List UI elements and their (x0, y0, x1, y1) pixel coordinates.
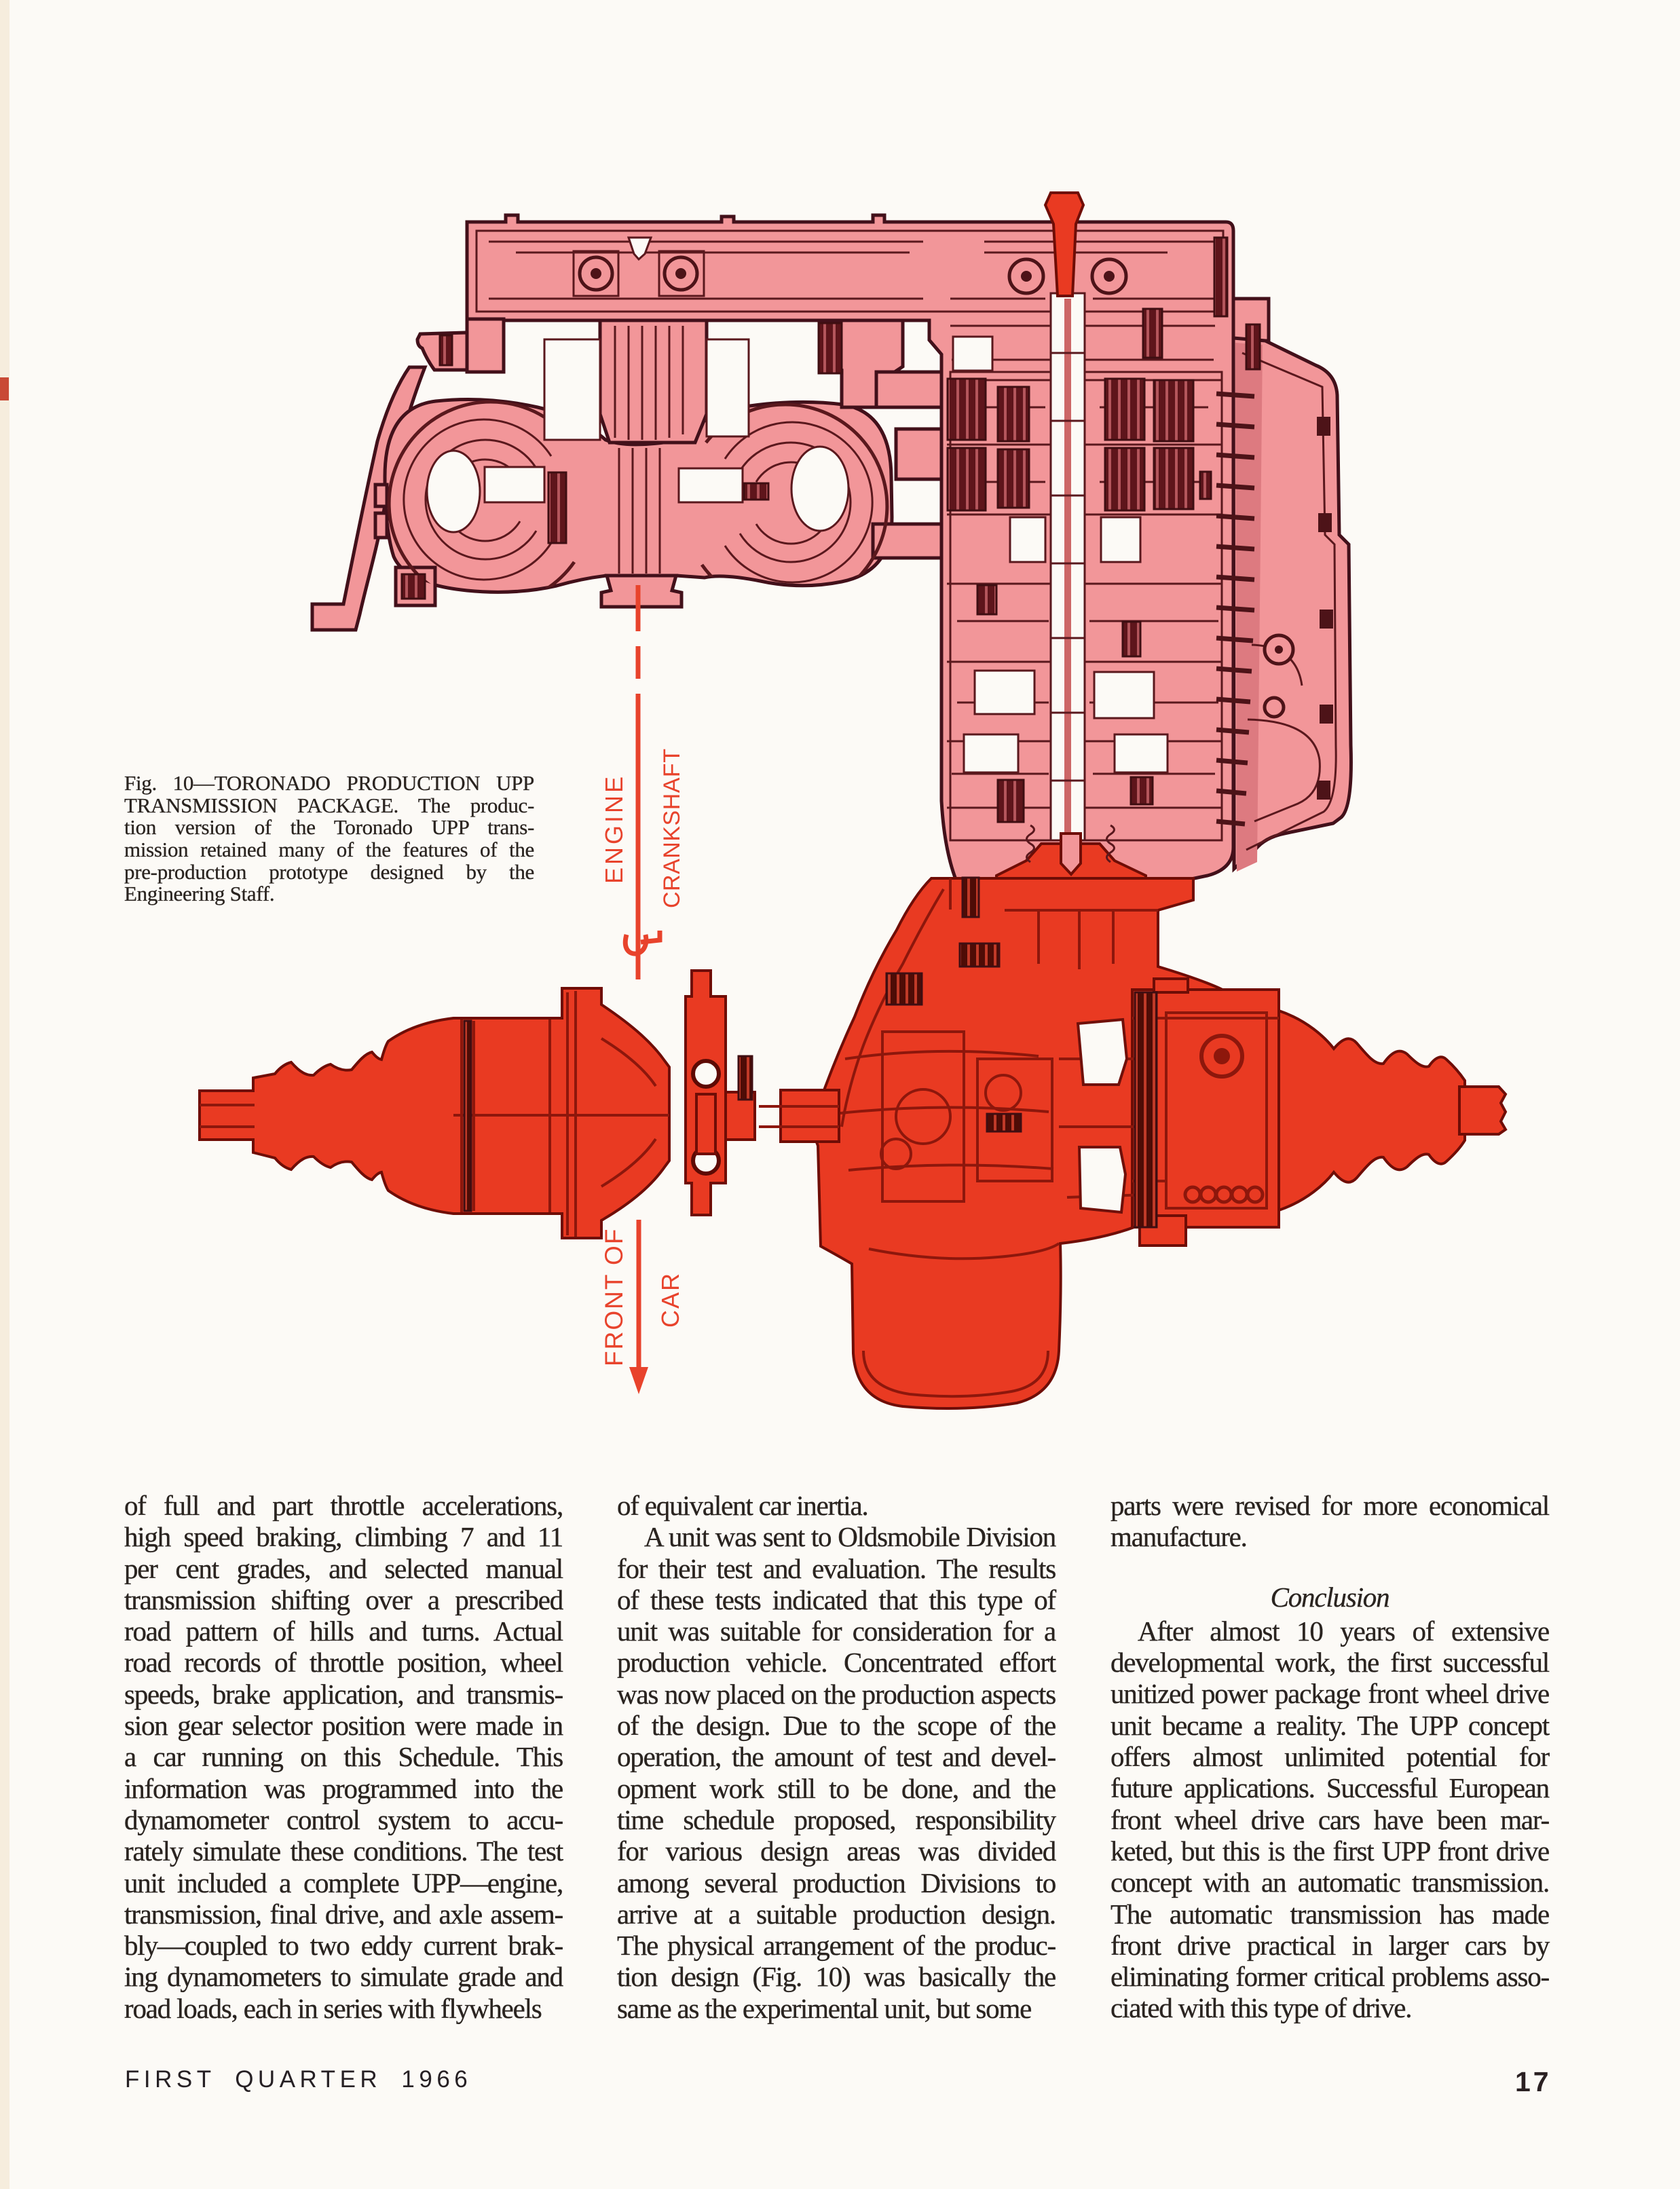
svg-text:CRANKSHAFT: CRANKSHAFT (659, 749, 685, 908)
svg-text:ENGINE: ENGINE (600, 774, 628, 884)
svg-text:CAR: CAR (656, 1272, 684, 1328)
svg-text:FRONT OF: FRONT OF (600, 1228, 628, 1366)
